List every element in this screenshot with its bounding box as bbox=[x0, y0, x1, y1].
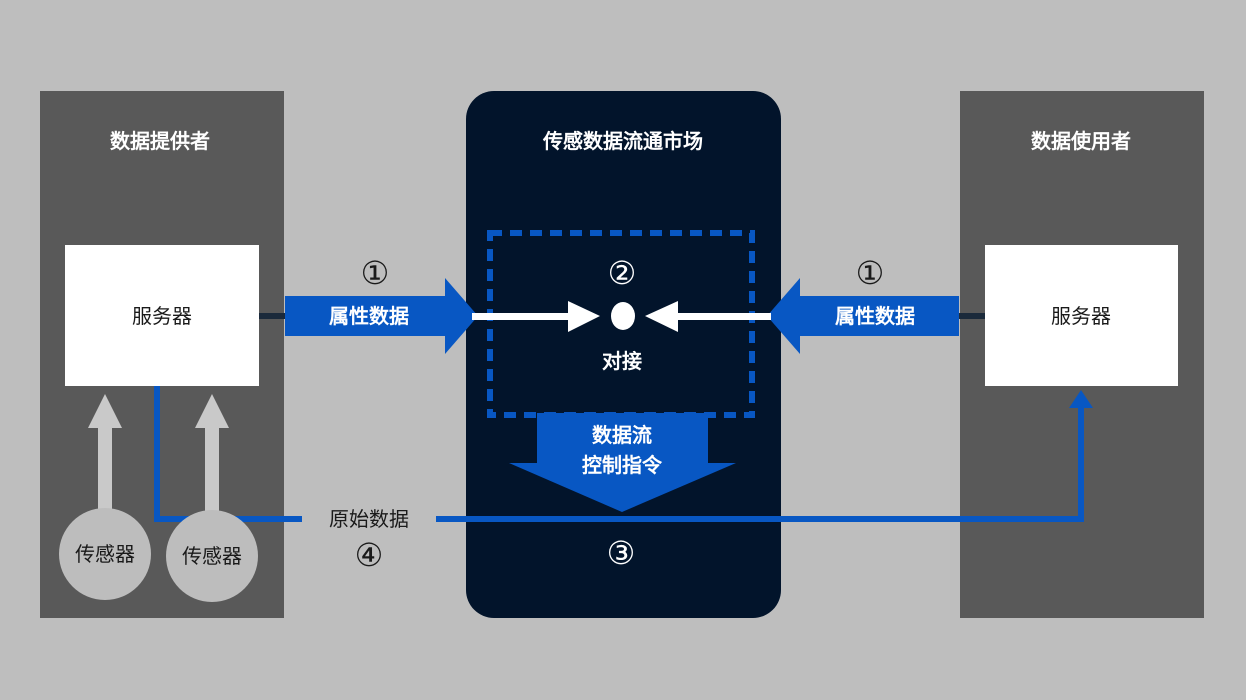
control-arrow bbox=[509, 413, 736, 512]
matching-zone bbox=[487, 230, 755, 418]
right-attribute-step: ① bbox=[856, 254, 885, 292]
control-label-line1: 数据流 bbox=[592, 423, 652, 447]
left-attribute-arrow bbox=[285, 278, 478, 354]
raw-data-line-right bbox=[436, 406, 1084, 522]
consumer-server-label: 服务器 bbox=[1051, 304, 1111, 328]
sensor-2 bbox=[166, 510, 258, 602]
sensor-1-label: 传感器 bbox=[75, 542, 135, 566]
consumer-connector-line bbox=[958, 313, 986, 319]
white-arrow-left bbox=[472, 301, 600, 332]
matching-label: 对接 bbox=[602, 349, 642, 373]
sensor-arrow-1 bbox=[88, 394, 122, 514]
provider-server-label: 服务器 bbox=[132, 304, 192, 328]
control-label-line2: 控制指令 bbox=[582, 453, 663, 477]
white-arrow-right bbox=[645, 301, 771, 332]
right-attribute-label: 属性数据 bbox=[835, 304, 915, 328]
sensor-1 bbox=[59, 508, 151, 600]
raw-data-step: ④ bbox=[355, 536, 384, 574]
control-step: ③ bbox=[607, 534, 636, 572]
left-attribute-step: ① bbox=[361, 254, 390, 292]
left-attribute-label: 属性数据 bbox=[329, 304, 409, 328]
raw-data-line-left bbox=[154, 386, 302, 522]
market-title: 传感数据流通市场 bbox=[542, 129, 703, 153]
right-attribute-arrow bbox=[767, 278, 959, 354]
matching-step: ② bbox=[608, 254, 637, 292]
provider-title: 数据提供者 bbox=[110, 129, 210, 153]
matching-dot bbox=[611, 302, 635, 330]
sensor-arrow-2 bbox=[195, 394, 229, 514]
sensor-2-label: 传感器 bbox=[182, 544, 242, 568]
raw-data-label: 原始数据 bbox=[329, 507, 409, 531]
raw-data-arrow-head bbox=[1069, 390, 1093, 408]
provider-connector-line bbox=[259, 313, 287, 319]
consumer-title: 数据使用者 bbox=[1031, 129, 1131, 153]
market-panel bbox=[466, 91, 781, 618]
consumer-server-box bbox=[985, 245, 1178, 386]
provider-server-box bbox=[65, 245, 259, 386]
